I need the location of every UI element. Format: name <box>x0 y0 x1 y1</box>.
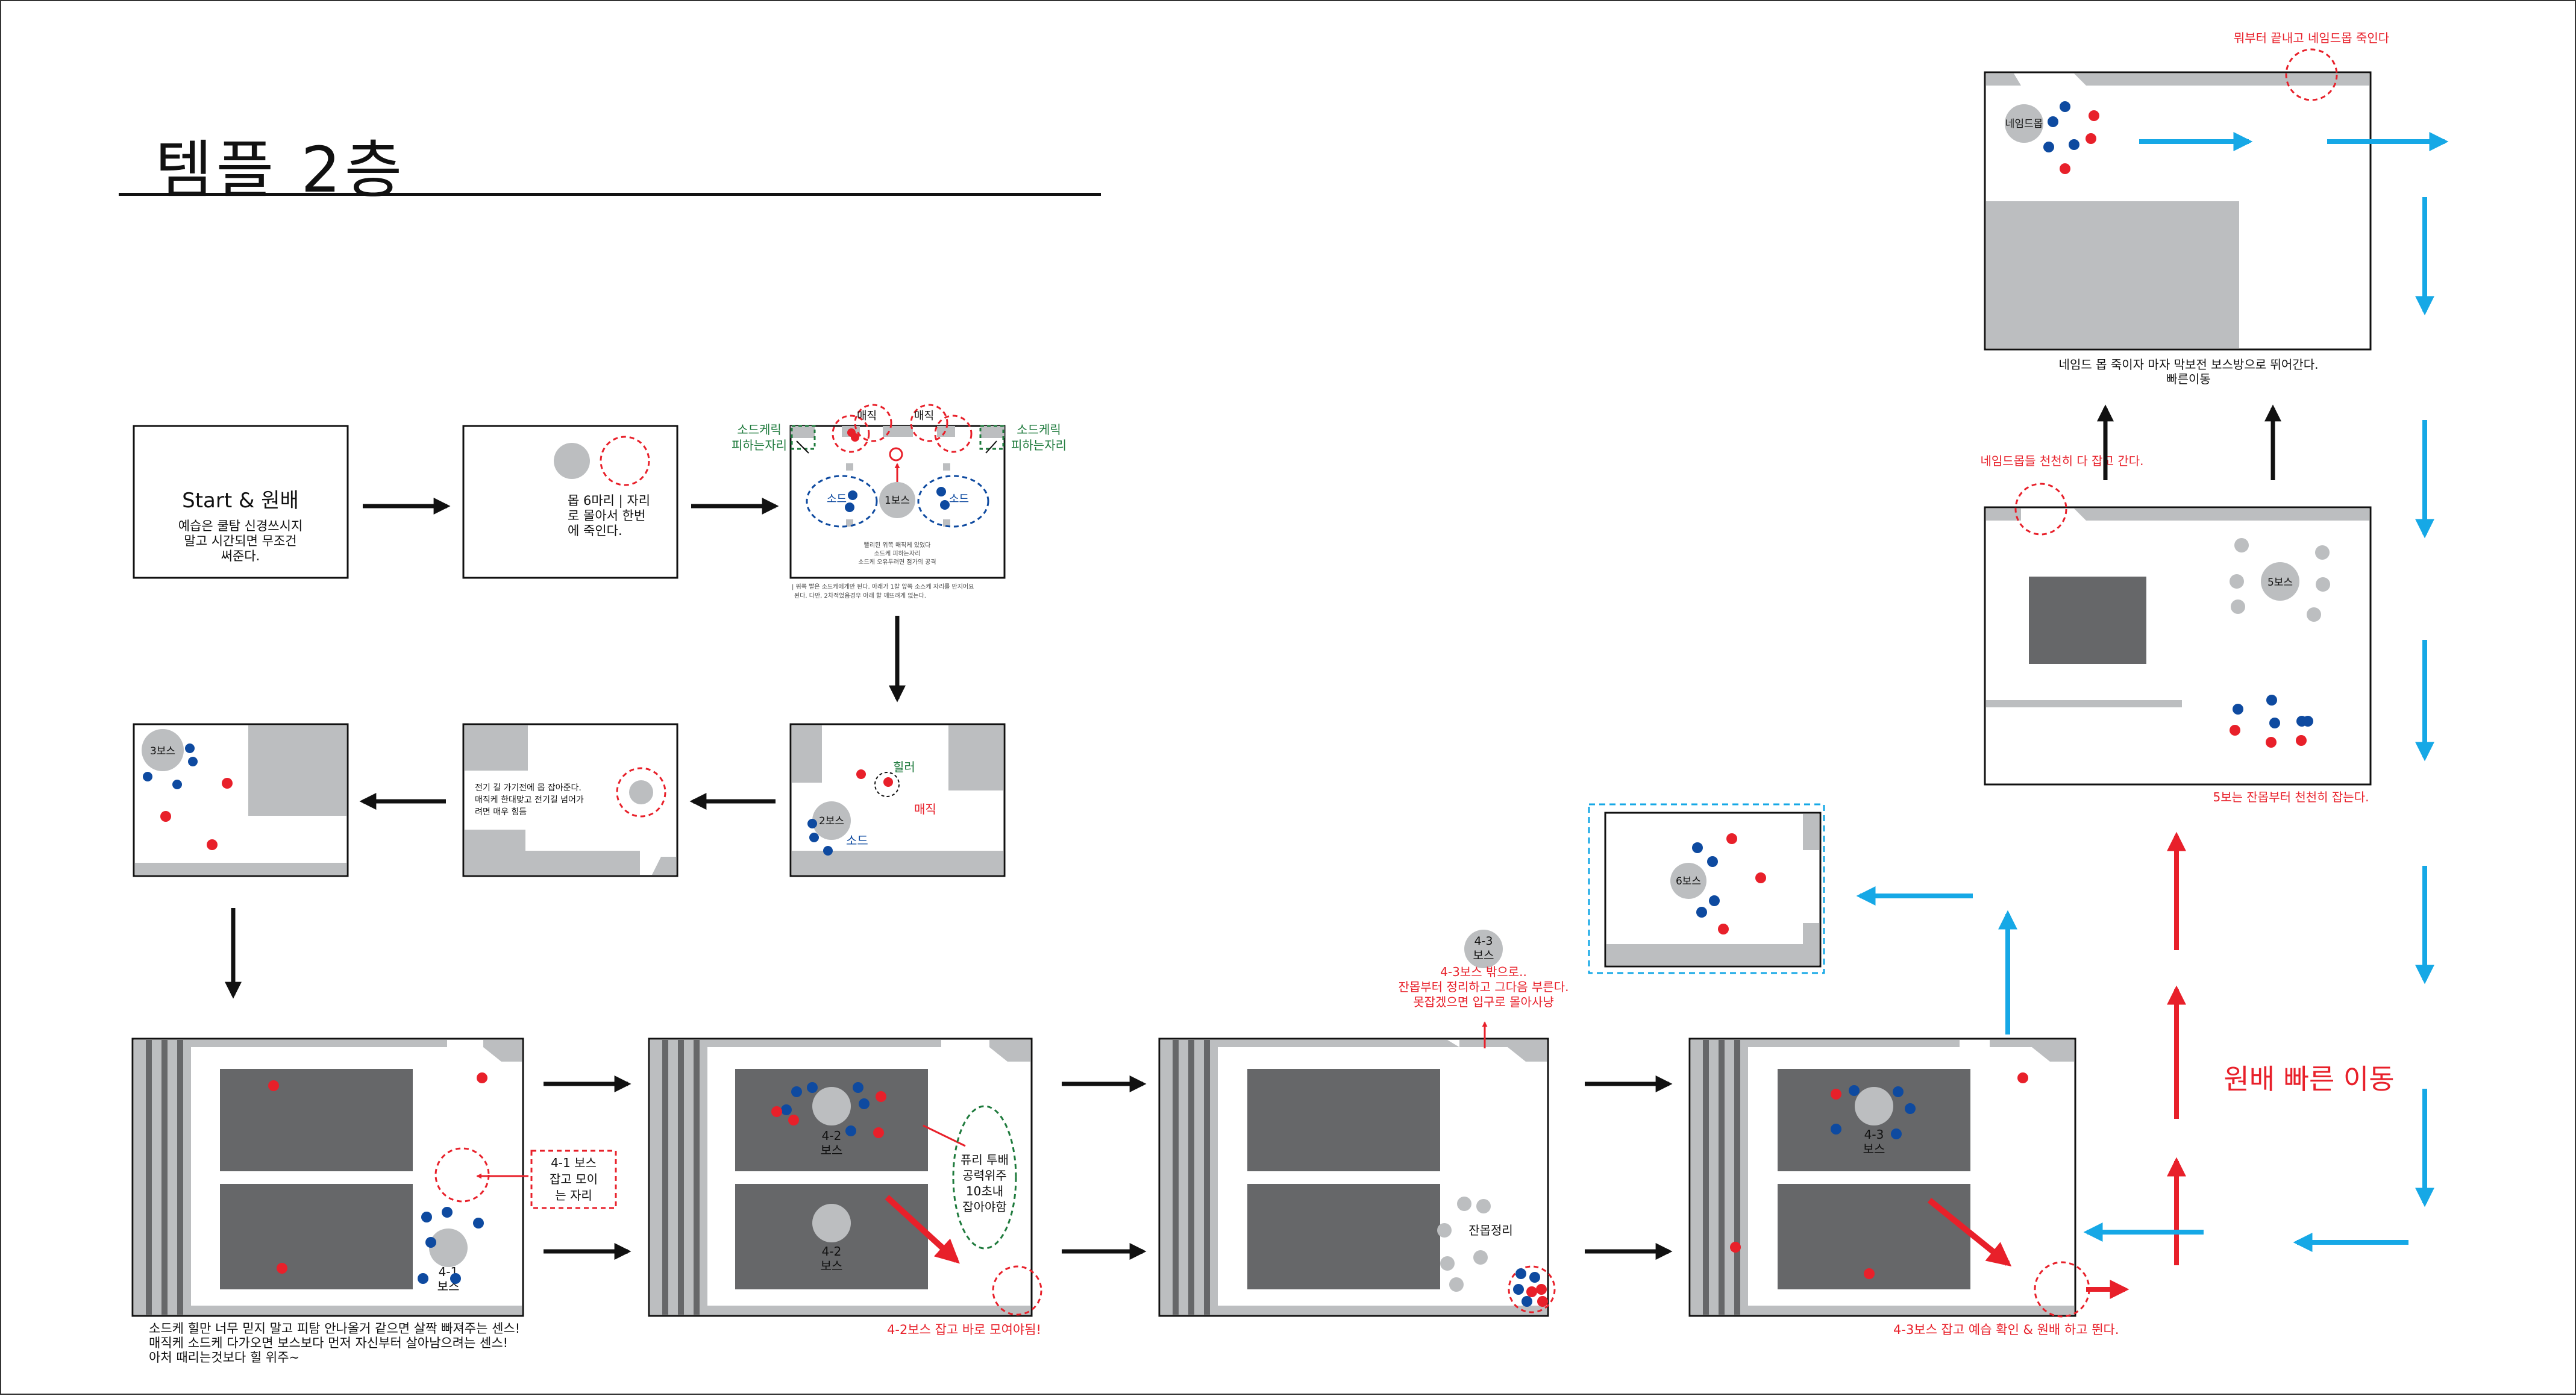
panel-boss1: 1보스 소드 소드 매직 매직 소드케릭 피하는자리 소드케릭 <box>732 404 1067 599</box>
start-body-2: 말고 시간되면 무조건 <box>184 534 296 548</box>
panel-boss5: 5보스 네임드몹들 천천히 다 잡고 간다. 5보는 잔몹부터 천천히 잡는다. <box>1981 454 2372 804</box>
start-body-1: 예습은 쿨탐 신경쓰시지 <box>178 519 303 533</box>
panel-named: 네임드몹 뭐부터 끝내고 네임드몹 죽인다 네임드 몹 죽이자 마자 막보전 보… <box>1984 31 2389 386</box>
route-arrows-red <box>2086 831 2186 1299</box>
svg-text:된다. 다만, 2차적었음경우 아래 할 깨뜨려게 없는다.: 된다. 다만, 2차적었음경우 아래 할 깨뜨려게 없는다. <box>794 592 926 599</box>
svg-text:피하는자리: 피하는자리 <box>1011 438 1067 452</box>
svg-text:| 위쪽 빨은 소드케에게만 된다. 아래가 1칼 앞쪽 소: | 위쪽 빨은 소드케에게만 된다. 아래가 1칼 앞쪽 소스케 자리를 만지어… <box>792 583 974 590</box>
svg-text:뭐부터 끝내고 네임드몹 죽인다: 뭐부터 끝내고 네임드몹 죽인다 <box>2234 31 2389 45</box>
svg-text:소드케 힐만 너무 믿지 말고 피탐 안나올거 같으면 살짝: 소드케 힐만 너무 믿지 말고 피탐 안나올거 같으면 살짝 빠져주는 센스! <box>149 1321 520 1336</box>
svg-text:퓨리 투배: 퓨리 투배 <box>961 1153 1009 1167</box>
flow-arrows-black <box>225 404 2281 1260</box>
svg-text:빨리된 위쪽 매직케 있었다: 빨리된 위쪽 매직케 있었다 <box>864 541 931 549</box>
title-underline <box>119 193 1101 196</box>
svg-text:1보스: 1보스 <box>885 495 910 507</box>
svg-text:소드케 피하는자리: 소드케 피하는자리 <box>874 549 921 557</box>
svg-text:로 몰아서 한번: 로 몰아서 한번 <box>568 509 645 523</box>
svg-text:매직: 매직 <box>914 802 936 816</box>
start-heading: Start & 원배 <box>182 489 299 513</box>
svg-text:4-2: 4-2 <box>822 1244 842 1259</box>
panel-room42: 4-2 보스 4-2 보스 퓨리 투배 공력위주 10초내 잡아야함 4-2보스… <box>648 1038 1042 1337</box>
svg-text:4-3보스 밖으로..: 4-3보스 밖으로.. <box>1440 965 1527 979</box>
svg-text:소드케릭: 소드케릭 <box>1017 422 1061 437</box>
svg-text:5보스: 5보스 <box>2267 577 2293 589</box>
svg-text:보스: 보스 <box>1473 949 1494 962</box>
svg-text:잔몹부터 정리하고 그다음 부른다.: 잔몹부터 정리하고 그다음 부른다. <box>1398 980 1568 994</box>
svg-text:매직: 매직 <box>857 410 877 422</box>
panel-passage: 전기 길 가기전에 몹 잡아준다. 매직케 한대맞고 전기길 넘어가 려면 매우… <box>462 723 678 877</box>
svg-text:려면 매우 힘듬: 려면 매우 힘듬 <box>475 807 527 817</box>
panel-boss3: 3보스 <box>133 723 349 877</box>
svg-text:매직케 소드케 다가오면 보스보다 먼저 자신부터 살아남으: 매직케 소드케 다가오면 보스보다 먼저 자신부터 살아남으려는 센스! <box>149 1336 508 1350</box>
svg-text:힐러: 힐러 <box>893 760 915 774</box>
svg-text:매직케 한대맞고 전기길 넘어가: 매직케 한대맞고 전기길 넘어가 <box>475 795 584 805</box>
panel-room43a: 잔몹정리 4-3 보스 4-3보스 밖으로.. 잔몹부터 정리하고 그다음 부른… <box>1158 930 1569 1317</box>
svg-text:아처 때리는것보다 힐 위주~: 아처 때리는것보다 힐 위주~ <box>149 1350 299 1365</box>
svg-text:소드: 소드 <box>827 493 847 506</box>
svg-text:4-3: 4-3 <box>1864 1127 1884 1142</box>
svg-text:몹 6마리 | 자리: 몹 6마리 | 자리 <box>568 493 650 509</box>
panel-start: Start & 원배 예습은 쿨탐 신경쓰시지 말고 시간되면 무조건 써준다. <box>133 425 349 579</box>
svg-text:4-3: 4-3 <box>1474 934 1493 948</box>
svg-text:네임드 몹 죽이자 마자 막보전 보스방으로 뛰어간다.: 네임드 몹 죽이자 마자 막보전 보스방으로 뛰어간다. <box>2059 357 2319 372</box>
svg-text:보스: 보스 <box>821 1259 843 1273</box>
svg-text:소드: 소드 <box>846 833 868 848</box>
svg-text:피하는자리: 피하는자리 <box>732 438 787 452</box>
svg-text:잡고 모이: 잡고 모이 <box>550 1172 598 1186</box>
panel-gather: 몹 6마리 | 자리 로 몰아서 한번 에 죽인다. <box>462 425 678 579</box>
svg-text:잡아야함: 잡아야함 <box>962 1200 1007 1214</box>
svg-text:3보스: 3보스 <box>150 745 175 757</box>
fast-move-label: 원배 빠른 이동 <box>2223 1063 2394 1095</box>
svg-text:4-3보스 잡고 예습 확인 & 원배 하고 뛴다.: 4-3보스 잡고 예습 확인 & 원배 하고 뛴다. <box>1893 1322 2119 1337</box>
svg-text:소드케릭: 소드케릭 <box>737 422 782 437</box>
route-arrows-cyan <box>1856 132 2449 1252</box>
svg-text:못잡겠으면 입구로 몰아사냥: 못잡겠으면 입구로 몰아사냥 <box>1413 995 1554 1009</box>
svg-text:잔몹정리: 잔몹정리 <box>1468 1223 1513 1238</box>
svg-text:2보스: 2보스 <box>819 815 844 827</box>
svg-text:4-2: 4-2 <box>822 1128 842 1143</box>
start-body-3: 써준다. <box>221 549 260 563</box>
svg-text:네임드몹들 천천히 다 잡고 간다.: 네임드몹들 천천히 다 잡고 간다. <box>1981 454 2144 468</box>
svg-text:매직: 매직 <box>914 410 934 422</box>
panel-room41: 4-1 보스 4-1 보스 잡고 모이 는 자리 소드케 힐만 너무 믿지 말고… <box>131 1038 617 1365</box>
svg-text:공력위주: 공력위주 <box>962 1168 1007 1183</box>
svg-text:4-2보스 잡고 바로 모여야됨!: 4-2보스 잡고 바로 모여야됨! <box>887 1322 1041 1337</box>
panel-boss2: 2보스 소드 힐러 매직 <box>789 723 1006 877</box>
panel-room43b: 4-3 보스 4-3보스 잡고 예습 확인 & 원배 하고 뛴다. <box>1688 1038 2119 1337</box>
svg-text:전기 길 가기전에 몹 잡아준다.: 전기 길 가기전에 몹 잡아준다. <box>475 783 581 793</box>
svg-text:5보는 잔몹부터 천천히 잡는다.: 5보는 잔몹부터 천천히 잡는다. <box>2213 790 2369 804</box>
svg-text:10초내: 10초내 <box>966 1184 1003 1198</box>
svg-text:소드: 소드 <box>949 493 969 506</box>
svg-text:소드케 오유두려면 점가의 공격: 소드케 오유두려면 점가의 공격 <box>858 558 936 566</box>
svg-text:는 자리: 는 자리 <box>555 1188 592 1203</box>
svg-text:4-1 보스: 4-1 보스 <box>551 1156 597 1170</box>
svg-text:에 죽인다.: 에 죽인다. <box>568 524 622 538</box>
svg-text:보스: 보스 <box>1863 1142 1885 1156</box>
panel-boss6: 6보스 <box>1588 803 1825 974</box>
svg-text:보스: 보스 <box>821 1143 843 1157</box>
svg-text:네임드몹: 네임드몹 <box>2005 118 2043 130</box>
svg-text:빠른이동: 빠른이동 <box>2166 372 2211 386</box>
svg-text:6보스: 6보스 <box>1676 875 1701 887</box>
